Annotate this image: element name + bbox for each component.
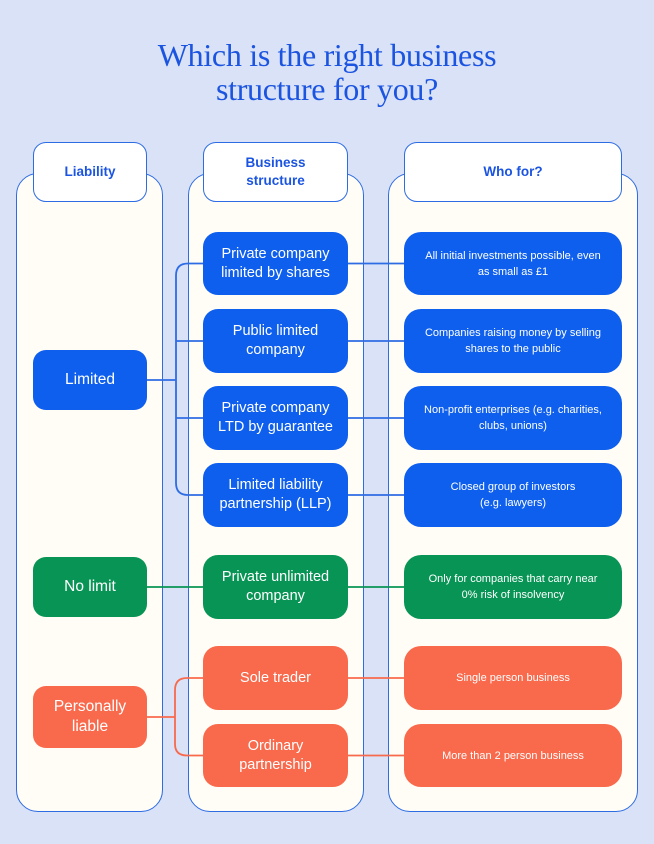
whofor-private-company-shares: All initial investments possible, even a… — [404, 232, 622, 295]
whofor-private-company-guarantee: Non-profit enterprises (e.g. charities, … — [404, 386, 622, 450]
header-business-structure: Business structure — [203, 142, 348, 202]
structure-sole-trader: Sole trader — [203, 646, 348, 710]
structure-llp: Limited liability partnership (LLP) — [203, 463, 348, 527]
whofor-llp: Closed group of investors (e.g. lawyers) — [404, 463, 622, 527]
structure-private-company-shares: Private company limited by shares — [203, 232, 348, 295]
whofor-ordinary-partnership: More than 2 person business — [404, 724, 622, 787]
page-title: Which is the right business structure fo… — [157, 37, 497, 107]
header-liability: Liability — [33, 142, 147, 202]
liability-limited: Limited — [33, 350, 147, 410]
header-who-for: Who for? — [404, 142, 622, 202]
header-liability-label: Liability — [64, 164, 116, 179]
liability-no-limit: No limit — [33, 557, 147, 617]
structure-public-limited-company: Public limited company — [203, 309, 348, 373]
whofor-public-limited-company: Companies raising money by selling share… — [404, 309, 622, 373]
structure-ordinary-partnership: Ordinary partnership — [203, 724, 348, 787]
liability-personally-liable: Personally liable — [33, 686, 147, 748]
header-who-for-label: Who for? — [483, 164, 543, 179]
structure-private-company-guarantee: Private company LTD by guarantee — [203, 386, 348, 450]
whofor-private-unlimited-company: Only for companies that carry near 0% ri… — [404, 555, 622, 619]
structure-private-unlimited-company: Private unlimited company — [203, 555, 348, 619]
limited-branch-bracket — [175, 262, 520, 496]
header-business-structure-label: Business structure — [245, 155, 306, 188]
whofor-sole-trader: Single person business — [404, 646, 622, 710]
